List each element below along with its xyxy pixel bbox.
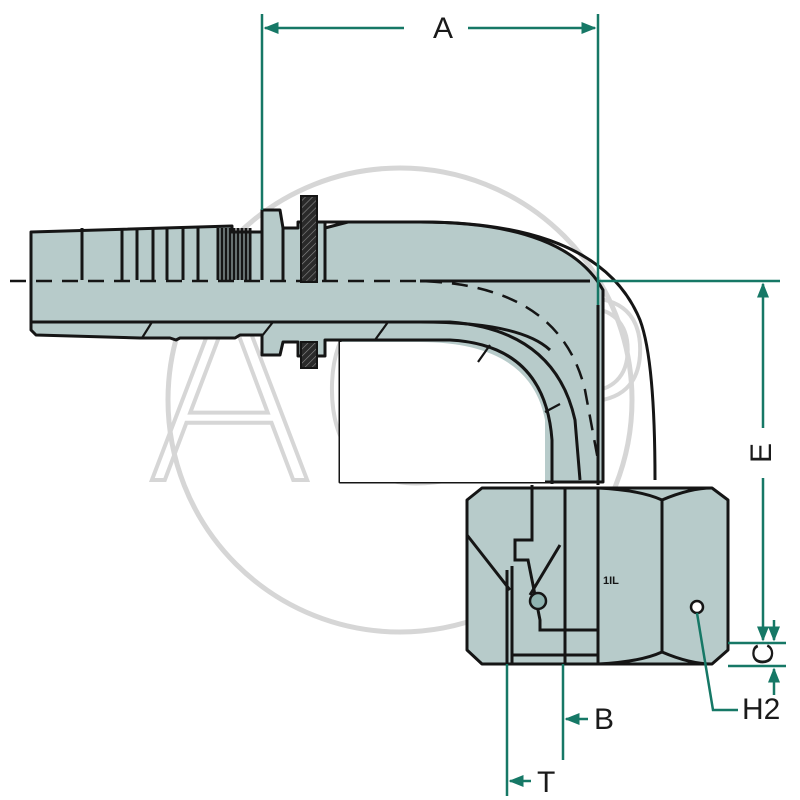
dimension-h2: H2 [695,612,780,726]
dimension-c: C [728,620,786,695]
elbow [325,220,657,485]
label-e: E [745,443,778,463]
collar-washer-bottom [300,341,318,369]
watermark-circle [165,165,635,635]
inner-bend-2 [340,320,582,481]
label-a: A [433,12,453,45]
label-h2: H2 [742,693,780,726]
dimension-e: E [598,279,780,642]
dimension-a: A [260,12,600,305]
dimension-b: B [561,664,614,760]
nut-hole [689,599,705,615]
tail-serrations [80,222,327,280]
swivel-nut: 1IL [465,485,730,666]
label-c: C [747,643,780,665]
nut-hex-edge [597,486,664,666]
dimension-t: T [505,664,555,799]
o-ring [528,591,548,611]
outer-bend [325,220,657,481]
nut-marking: 1IL [603,575,619,587]
centerline [10,279,600,461]
collar-washer-top [300,195,318,283]
chamfer-marks [141,321,389,341]
label-t: T [537,766,555,799]
label-b: B [594,703,614,736]
inner-bend [340,338,554,484]
nut-internal [513,485,598,632]
